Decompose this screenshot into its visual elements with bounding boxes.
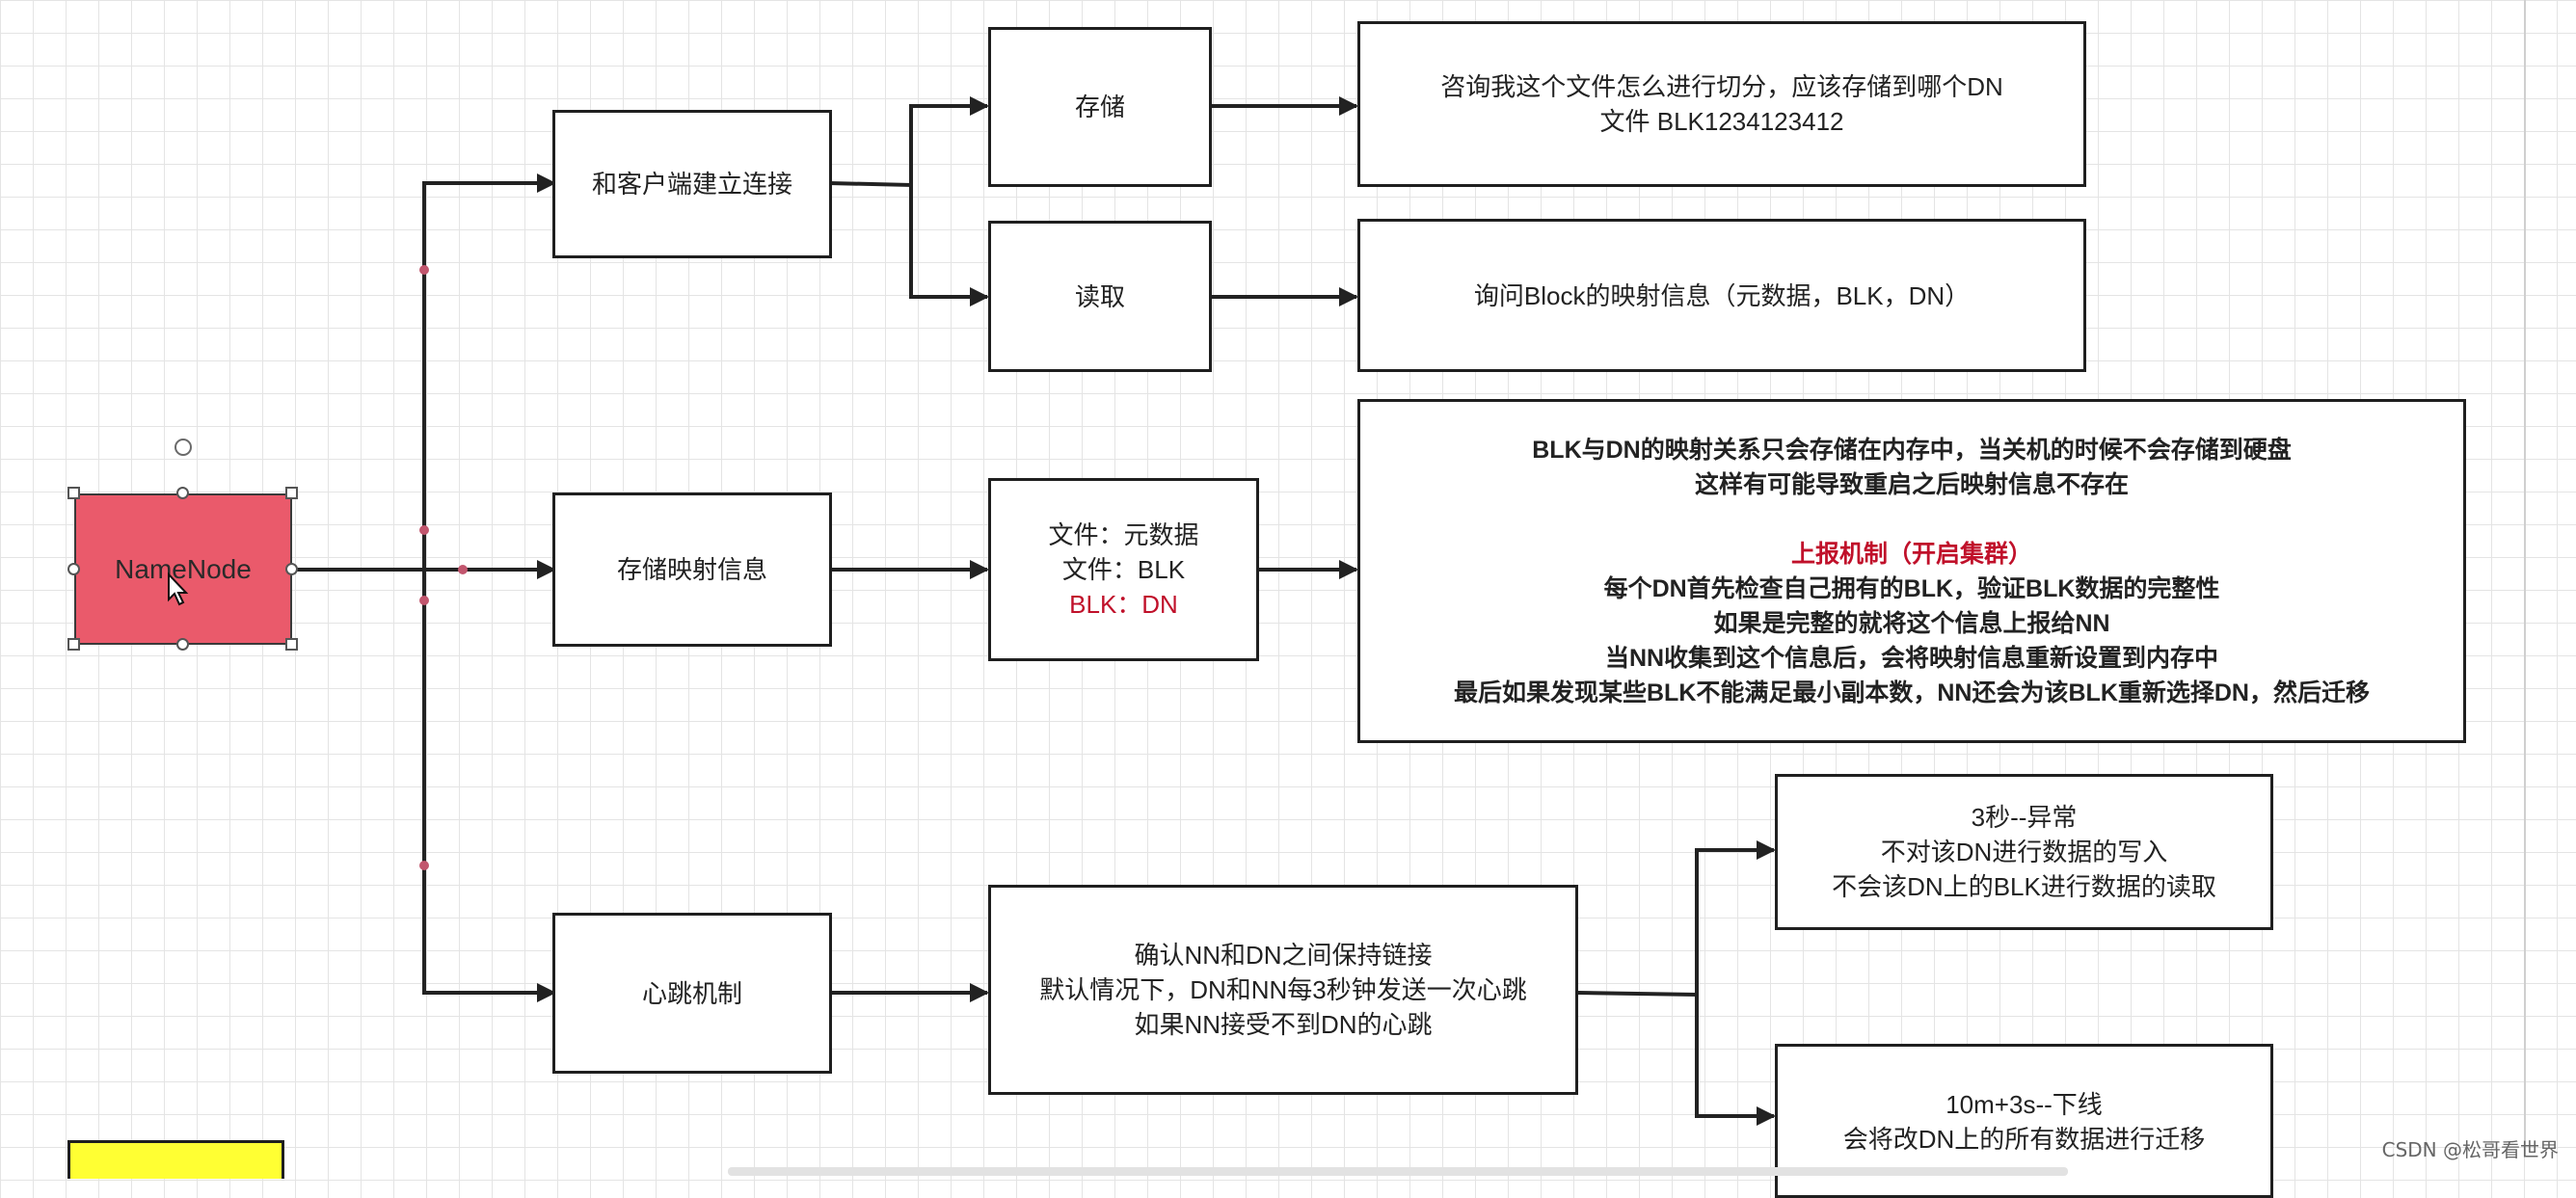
horizontal-scrollbar[interactable] [728, 1167, 2068, 1176]
resize-handle-ne[interactable] [285, 487, 298, 499]
rotate-handle[interactable] [174, 439, 192, 456]
mapping-label: 存储映射信息 [616, 555, 767, 584]
mapping-detail-line-emphasis: BLK：DN [1069, 590, 1178, 619]
resize-handle-w[interactable] [67, 563, 80, 575]
store-detail-line: 咨询我这个文件怎么进行切分，应该存储到哪个DN [1440, 72, 2003, 101]
heartbeat-detail-line: 确认NN和DN之间保持链接 [1134, 941, 1433, 970]
edge-trunk-connect [422, 173, 556, 570]
waypoint-dot [458, 565, 468, 574]
mapping-note-line: 每个DN首先检查自己拥有的BLK，验证BLK数据的完整性 [1603, 574, 2220, 602]
mapping-note-line: 这样有可能导致重启之后映射信息不存在 [1694, 470, 2129, 498]
mapping-detail-line: 文件：BLK [1061, 555, 1186, 584]
resize-handle-se[interactable] [285, 638, 298, 651]
edge-heartbeat-split-3s [1577, 840, 1776, 998]
mouse-cursor-icon [168, 572, 189, 606]
heartbeat-10m-line: 10m+3s--下线 [1945, 1090, 2103, 1119]
read-detail-node[interactable]: 询问Block的映射信息（元数据，BLK，DN） [1357, 219, 2086, 372]
resize-handle-e[interactable] [285, 563, 298, 575]
watermark-text: CSDN @松哥看世界 [2381, 1138, 2559, 1161]
heartbeat-detail-line: 如果NN接受不到DN的心跳 [1134, 1010, 1433, 1039]
mapping-note-line: 当NN收集到这个信息后，会将映射信息重新设置到内存中 [1604, 644, 2219, 672]
client-connect-node[interactable]: 和客户端建立连接 [552, 110, 832, 258]
mapping-note-line: 如果是完整的就将这个信息上报给NN [1713, 609, 2110, 637]
namenode-label: NameNode [115, 553, 252, 584]
heartbeat-label: 心跳机制 [641, 978, 742, 1008]
resize-handle-sw[interactable] [67, 638, 80, 651]
mapping-note-heading: 上报机制（开启集群） [1790, 540, 2032, 568]
resize-handle-n[interactable] [176, 487, 189, 499]
store-node[interactable]: 存储 [988, 27, 1212, 187]
heartbeat-3s-line: 不会该DN上的BLK进行数据的读取 [1832, 872, 2216, 901]
waypoint-dot [419, 596, 429, 605]
store-detail-node[interactable]: 咨询我这个文件怎么进行切分，应该存储到哪个DN 文件 BLK1234123412 [1357, 21, 2086, 187]
heartbeat-3s-node[interactable]: 3秒--异常 不对该DN进行数据的写入 不会该DN上的BLK进行数据的读取 [1775, 774, 2273, 930]
heartbeat-node[interactable]: 心跳机制 [552, 913, 832, 1074]
edge-heartbeat-split-10m [1695, 995, 1776, 1126]
mapping-note-node[interactable]: BLK与DN的映射关系只会存储在内存中，当关机的时候不会存储到硬盘 这样有可能导… [1357, 399, 2466, 743]
mapping-node[interactable]: 存储映射信息 [552, 493, 832, 647]
waypoint-dot [419, 861, 429, 870]
heartbeat-3s-line: 不对该DN进行数据的写入 [1880, 838, 2168, 866]
resize-handle-nw[interactable] [67, 487, 80, 499]
edge-connect-read [909, 185, 989, 306]
read-label: 读取 [1074, 281, 1125, 311]
mapping-detail-line: 文件：元数据 [1048, 520, 1199, 549]
edge-connect-store [828, 96, 989, 188]
client-connect-label: 和客户端建立连接 [591, 170, 792, 199]
heartbeat-detail-line: 默认情况下，DN和NN每3秒钟发送一次心跳 [1039, 975, 1527, 1004]
store-detail-line: 文件 BLK1234123412 [1599, 107, 1844, 136]
heartbeat-3s-line: 3秒--异常 [1971, 803, 2078, 832]
namenode-node[interactable]: NameNode [74, 493, 292, 645]
edge-trunk-heartbeat [422, 570, 556, 1002]
mapping-note-line: BLK与DN的映射关系只会存储在内存中，当关机的时候不会存储到硬盘 [1532, 436, 2292, 464]
heartbeat-detail-node[interactable]: 确认NN和DN之间保持链接 默认情况下，DN和NN每3秒钟发送一次心跳 如果NN… [988, 885, 1578, 1095]
mapping-detail-node[interactable]: 文件：元数据 文件：BLK BLK：DN [988, 478, 1259, 661]
highlight-shape[interactable] [67, 1140, 284, 1179]
resize-handle-s[interactable] [176, 638, 189, 651]
mapping-note-line: 最后如果发现某些BLK不能满足最小副本数，NN还会为该BLK重新选择DN，然后迁… [1454, 679, 2370, 706]
heartbeat-10m-line: 会将改DN上的所有数据进行迁移 [1842, 1125, 2206, 1154]
read-node[interactable]: 读取 [988, 221, 1212, 372]
waypoint-dot [419, 525, 429, 535]
waypoint-dot [419, 265, 429, 275]
store-label: 存储 [1074, 93, 1125, 121]
read-detail-line: 询问Block的映射信息（元数据，BLK，DN） [1473, 280, 1971, 310]
canvas-page-edge [2524, 0, 2526, 1157]
